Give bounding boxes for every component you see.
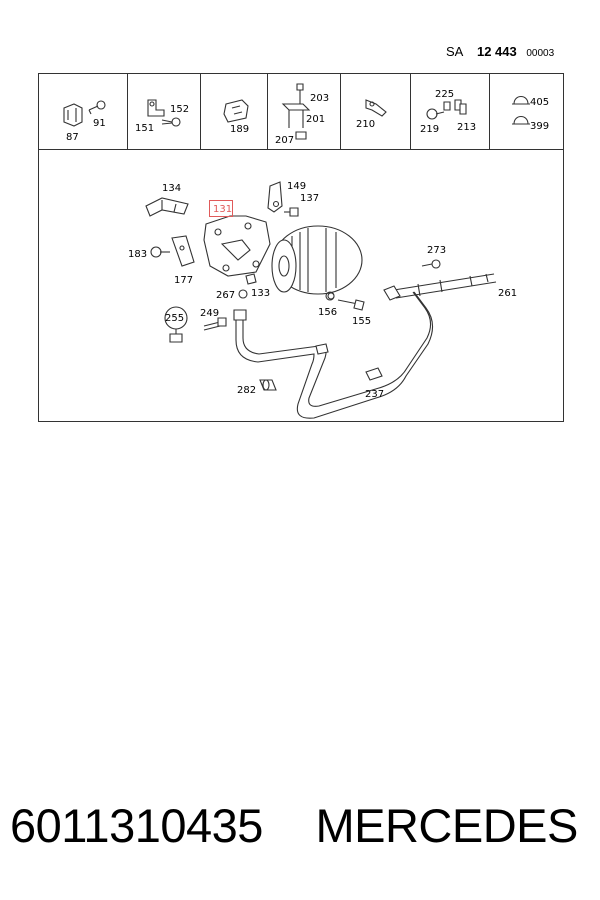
label-207: 207 (275, 135, 294, 146)
footer-part-number: 6011310435 (10, 799, 263, 852)
label-203: 203 (310, 93, 329, 104)
label-282: 282 (237, 385, 256, 396)
header-number: 12 443 (476, 44, 517, 59)
footer-brand: MERCEDES (315, 799, 578, 852)
part-152-bracket-icon (147, 99, 165, 117)
part-237-refrigerant-line-icon (233, 291, 434, 419)
label-156: 156 (318, 307, 337, 318)
label-255: 255 (165, 313, 184, 324)
label-261: 261 (498, 288, 517, 299)
part-133-spacer-icon (245, 273, 257, 285)
part-91-screw-icon (88, 100, 106, 115)
label-201: 201 (306, 114, 325, 125)
label-219: 219 (420, 124, 439, 135)
part-405-clamp-icon (512, 95, 530, 105)
part-footer: 6011310435 MERCEDES (10, 798, 578, 853)
part-207-nut-icon (295, 131, 307, 140)
label-151: 151 (135, 123, 154, 134)
part-134-bracket-icon (145, 197, 189, 217)
part-225-clamp-icon (443, 99, 462, 111)
part-87-clip-icon (63, 103, 83, 127)
label-134: 134 (162, 183, 181, 194)
part-219-screw-icon (426, 108, 445, 120)
label-210: 210 (356, 119, 375, 130)
part-267-nut-icon (238, 289, 248, 299)
label-237: 237 (365, 389, 384, 400)
label-133: 133 (251, 288, 270, 299)
part-131-mounting-bracket-icon (203, 215, 271, 277)
part-203-bolt-icon (296, 83, 304, 104)
header-code: 00003 (526, 48, 555, 59)
part-282-insulator-icon (259, 379, 277, 391)
highlight-box-131 (209, 200, 233, 217)
label-213: 213 (457, 122, 476, 133)
part-249-valve-icon (203, 317, 227, 331)
ac-compressor-icon (271, 225, 363, 301)
label-137: 137 (300, 193, 319, 204)
label-152: 152 (170, 104, 189, 115)
part-177-plate-icon (171, 235, 195, 267)
label-225: 225 (435, 89, 454, 100)
diagram-frame (38, 73, 564, 422)
label-131: 131 (213, 204, 232, 215)
label-267: 267 (216, 290, 235, 301)
label-273: 273 (427, 245, 446, 256)
part-183-screw-icon (150, 246, 170, 258)
label-177: 177 (174, 275, 193, 286)
label-189: 189 (230, 124, 249, 135)
label-149: 149 (287, 181, 306, 192)
header-sa: SA (446, 44, 464, 59)
label-87: 87 (66, 132, 79, 143)
label-399: 399 (530, 121, 549, 132)
label-405: 405 (530, 97, 549, 108)
part-261-hose-icon (383, 273, 497, 301)
part-137-bolt-icon (284, 207, 299, 217)
part-213-clip-icon (459, 103, 467, 115)
part-399-clamp-icon (512, 115, 530, 125)
part-151-bolt-icon (161, 117, 181, 127)
label-249: 249 (200, 308, 219, 319)
part-255-callout-icon (164, 306, 188, 343)
label-91: 91 (93, 118, 106, 129)
part-189-mount-icon (223, 99, 249, 123)
part-273-bolt-icon (421, 259, 441, 269)
label-155: 155 (352, 316, 371, 327)
label-183: 183 (128, 249, 147, 260)
diagram-header: SA 12 443 00003 (446, 44, 554, 59)
part-201-bracket-icon (281, 103, 311, 128)
part-210-bracket-icon (365, 99, 387, 117)
part-155-bolt-icon (337, 299, 365, 311)
part-156-washer-icon (327, 292, 335, 300)
part-149-bracket-icon (267, 181, 283, 213)
